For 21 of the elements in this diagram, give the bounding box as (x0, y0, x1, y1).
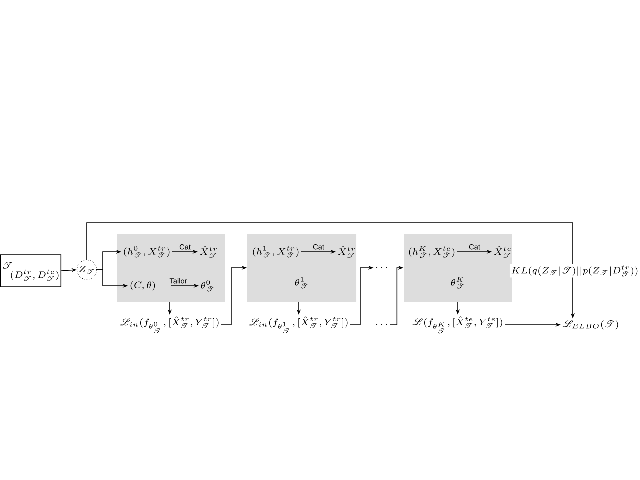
formula: $\mathscr{L}_{ELBO}(\mathscr{T})$ (562, 320, 618, 330)
formula: $(h^{0}_{\mathscr{T}}, X^{tr}_{\mathscr{T}})$ (124, 246, 170, 258)
formula: $\theta^{1}_{\mathscr{T}}$ (295, 277, 308, 289)
input-box: $\mathscr{T}$ $(D^{tr}_{\mathscr{T}}, D^{te}_{\mathscr{T}})$ (0, 254, 62, 288)
edge-label: $KL(q(Z_{\mathscr{T}} | \mathscr{T}) || p(Z_{\mathscr{T}} | D^{tr}_{\mathscr{T}}))$ (510, 264, 640, 278)
formula: $\mathscr{L}(f_{\theta^{K}_{\mathscr{T}}}, [\hat{X}^{te}_{\mathscr{T}}, Y^{te}_{\mathscr{T}}])$ (412, 316, 502, 334)
formula: $(C, \theta)$ (130, 281, 156, 291)
shaded-panel (404, 234, 512, 302)
shaded-panel (247, 234, 357, 302)
formula: $\cdots$ (376, 267, 388, 268)
formula: $(h^{K}_{\mathscr{T}}, X^{te}_{\mathscr{T}})$ (409, 246, 455, 258)
formula: $\mathscr{L}_{in}(f_{\theta^{1}_{\mathscr{T}}}, [\hat{X}^{tr}_{\mathscr{T}}, Y^{tr}_{\mathscr{T}}])$ (249, 316, 348, 334)
formula: $\theta^{0}_{\mathscr{T}}$ (201, 280, 214, 292)
formula: $\hat{X}^{tr}_{\mathscr{T}}$ (200, 246, 218, 258)
formula: $\cdots$ (376, 324, 388, 326)
formula: $\theta^{K}_{\mathscr{T}}$ (451, 277, 464, 289)
shaded-panel (117, 234, 225, 302)
formula: $\mathscr{L}_{in}(f_{\theta^{0}_{\mathscr{T}}}, [\hat{X}^{tr}_{\mathscr{T}}, Y^{tr}_{\mathscr{T}}])$ (120, 316, 219, 334)
formula: $(h^{1}_{\mathscr{T}}, X^{tr}_{\mathscr{T}})$ (253, 246, 299, 258)
formula: $\hat{X}^{te}_{\mathscr{T}}$ (494, 246, 511, 258)
formula: $\hat{X}^{tr}_{\mathscr{T}}$ (338, 246, 356, 258)
